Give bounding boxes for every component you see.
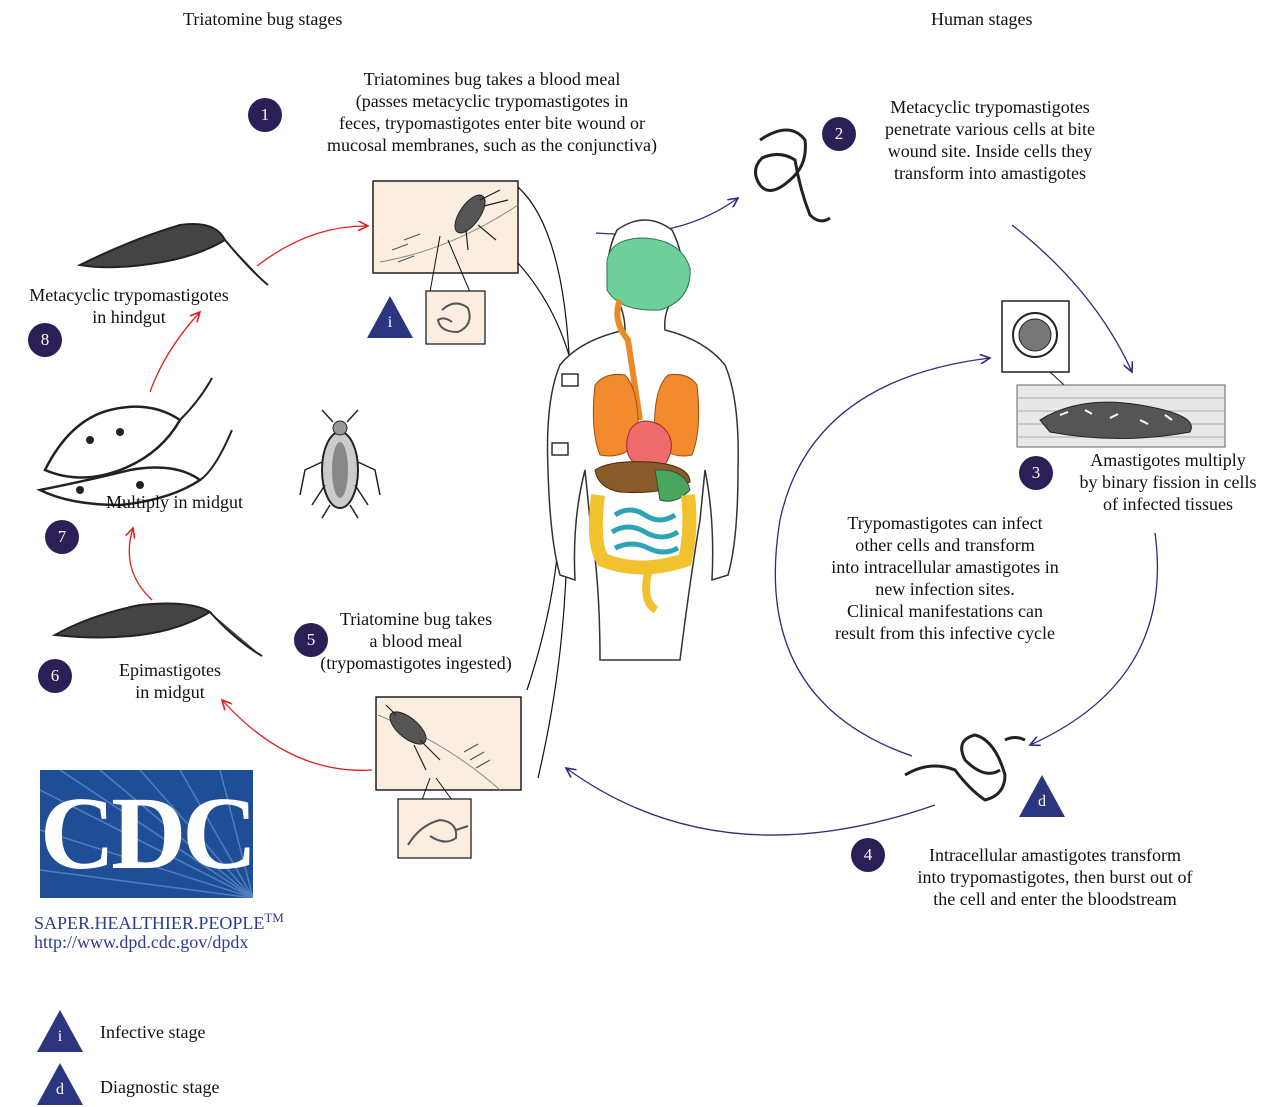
step-5-text: Triatomine bug takes a blood meal (trypo… <box>300 608 532 674</box>
step-2-text: Metacyclic trypomastigotes penetrate var… <box>860 96 1120 184</box>
legend-infective-letter: i <box>40 1028 80 1046</box>
step-6-badge: 6 <box>38 659 72 693</box>
cdc-logo: CDC <box>40 770 253 898</box>
step-7-badge: 7 <box>45 520 79 554</box>
infected-tissue-cells <box>1017 385 1225 447</box>
dividing-parasites-stage-7 <box>40 378 232 505</box>
step-8-text: Metacyclic trypomastigotes in hindgut <box>4 284 254 328</box>
step-4-text: Intracellular amastigotes transform into… <box>880 844 1230 910</box>
step-7-text: Multiply in midgut <box>106 491 243 513</box>
inset-box-trypomastigote-1 <box>426 291 485 344</box>
bite-site-marker-upper <box>562 374 578 386</box>
step-1-badge: 1 <box>248 98 282 132</box>
reinfection-note: Trypomastigotes can infect other cells a… <box>800 512 1090 644</box>
epimastigote-stage-6 <box>55 604 262 656</box>
human-body-figure <box>548 220 739 660</box>
cdc-url-link[interactable]: http://www.dpd.cdc.gov/dpdx <box>34 931 248 953</box>
diagnostic-stage-letter: d <box>1022 793 1062 811</box>
legend-infective-label: Infective stage <box>100 1021 205 1043</box>
arrow-4-to-5 <box>566 768 935 835</box>
cdc-slogan: SAPER.HEALTHIER.PEOPLETM <box>34 907 284 934</box>
step-6-text: Epimastigotes in midgut <box>100 659 240 703</box>
trypomastigote-stage-2 <box>755 130 830 221</box>
arrow-8-to-1 <box>257 226 368 266</box>
trademark-mark: TM <box>264 910 284 925</box>
bite-site-marker-lower <box>552 443 568 455</box>
step-3-text: Amastigotes multiply by binary fission i… <box>1060 449 1276 515</box>
step-3-badge: 3 <box>1019 456 1053 490</box>
arrow-6-to-7 <box>129 528 152 600</box>
human-stages-header: Human stages <box>931 8 1032 30</box>
connector-box1-upper <box>518 187 570 375</box>
bite-inset-box-5 <box>376 697 521 790</box>
step-2-badge: 2 <box>822 117 856 151</box>
legend-diagnostic-label: Diagnostic stage <box>100 1076 219 1098</box>
cdc-logo-letters: CDC <box>40 770 253 898</box>
triatomine-bug-illustration <box>300 410 380 518</box>
step-8-badge: 8 <box>28 323 62 357</box>
arrow-5-to-6 <box>222 700 372 770</box>
triatomine-stages-header: Triatomine bug stages <box>183 8 342 30</box>
legend-diagnostic-letter: d <box>40 1081 80 1099</box>
infective-stage-letter: i <box>370 314 410 332</box>
step-1-text: Triatomines bug takes a blood meal (pass… <box>292 68 692 156</box>
metacyclic-trypomastigote-stage-8 <box>80 224 268 285</box>
trypomastigote-stage-4 <box>905 735 1025 800</box>
